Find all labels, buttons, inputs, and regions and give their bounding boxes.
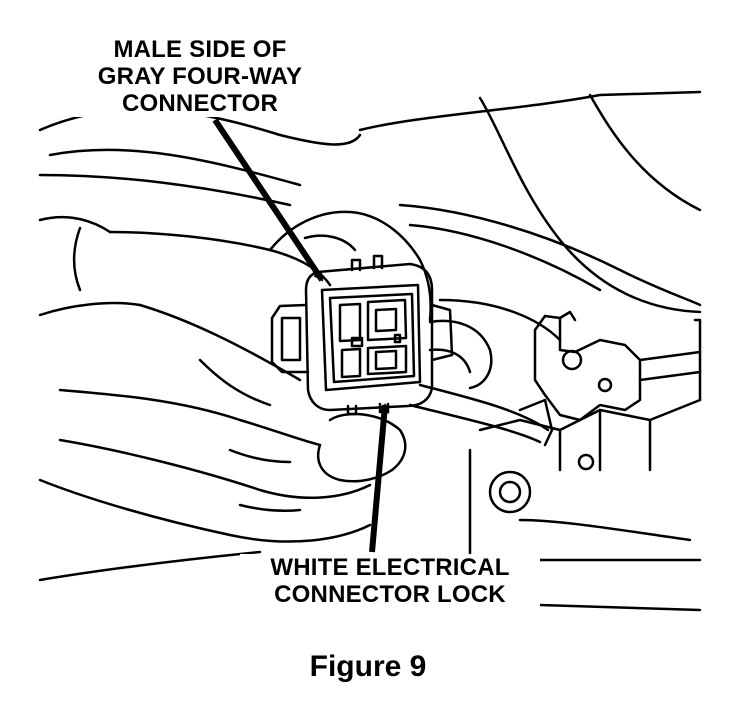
arrow-to-male-side — [212, 118, 325, 282]
male-side-callout: MALE SIDE OF GRAY FOUR-WAY CONNECTOR — [70, 36, 330, 117]
mounting-bracket — [533, 310, 702, 422]
engine-background — [38, 90, 702, 612]
connector-lock-callout: WHITE ELECTRICAL CONNECTOR LOCK — [240, 554, 540, 608]
leader-arrows — [212, 118, 390, 553]
connector-lock-line1: WHITE ELECTRICAL — [270, 554, 510, 581]
four-way-connector — [270, 254, 454, 416]
male-side-line3: CONNECTOR — [121, 90, 279, 117]
male-side-line2: GRAY FOUR-WAY — [97, 63, 303, 90]
arrow-to-connector-lock — [369, 403, 390, 553]
wiring-harness — [408, 319, 554, 447]
figure-caption: Figure 9 — [309, 650, 427, 683]
male-side-line1: MALE SIDE OF — [113, 36, 287, 63]
connector-lock-line2: CONNECTOR LOCK — [274, 581, 506, 608]
